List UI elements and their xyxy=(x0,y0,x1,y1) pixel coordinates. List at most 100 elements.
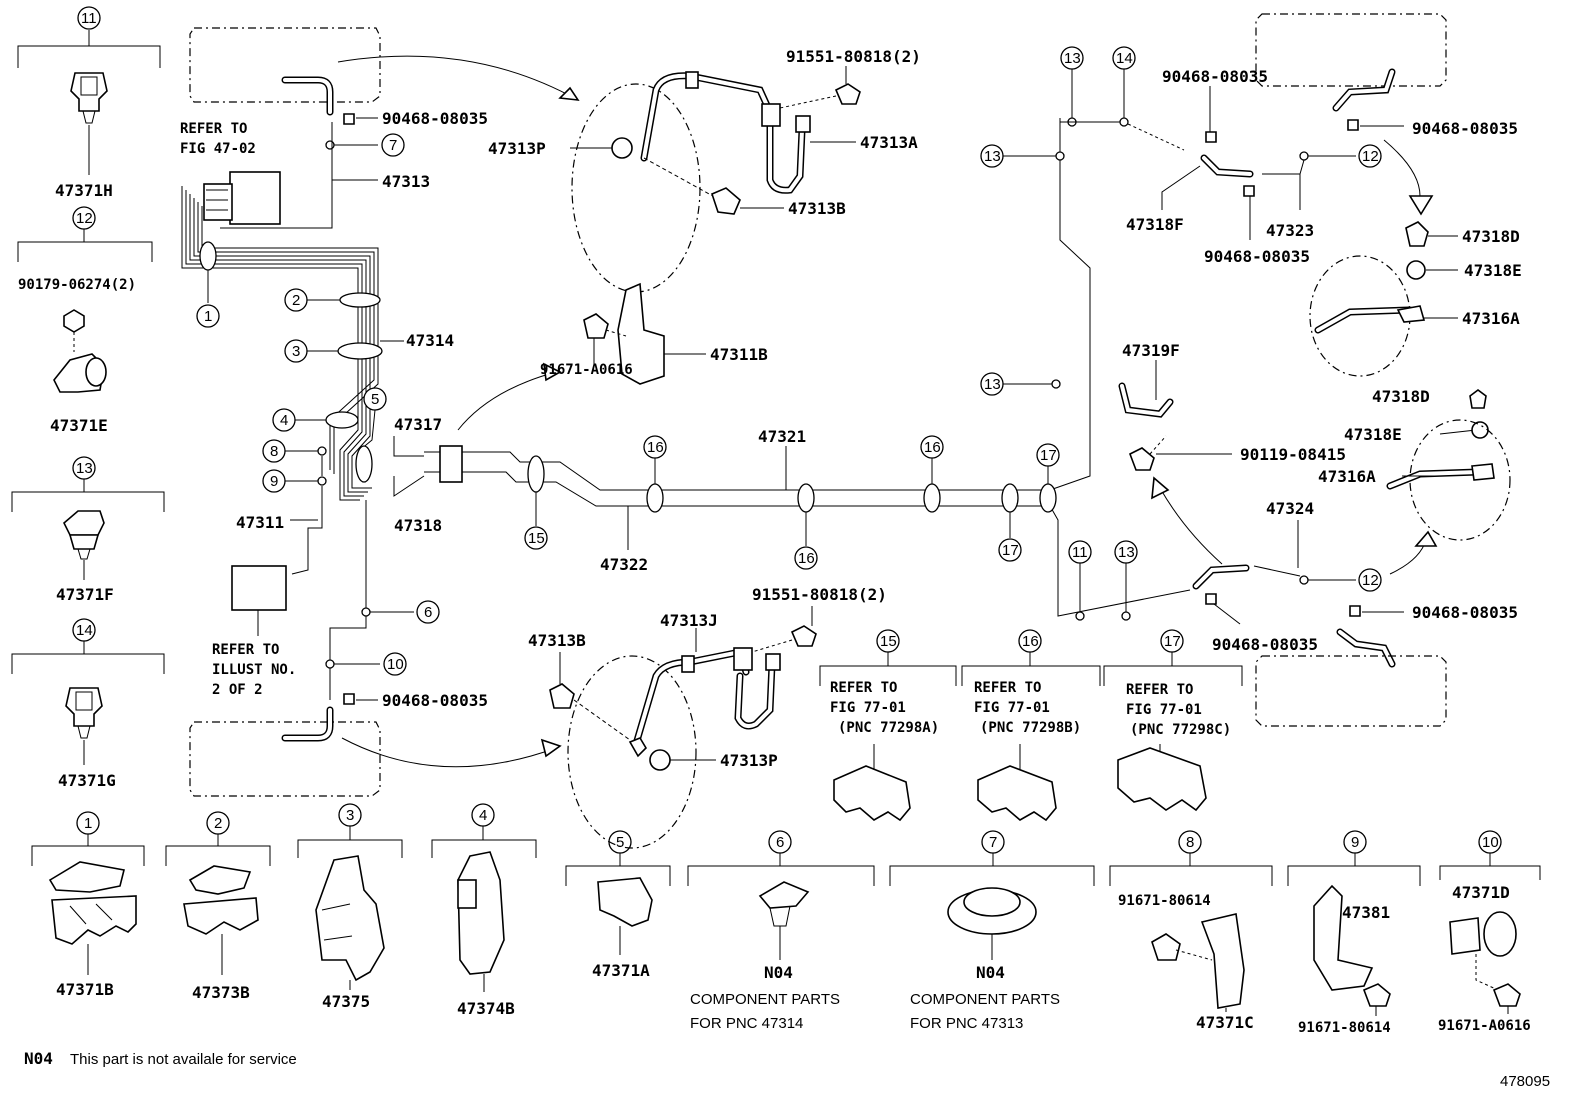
bracket-47371D-icon xyxy=(1449,917,1481,955)
svg-text:5: 5 xyxy=(371,391,379,408)
detail-circle-bottom xyxy=(567,655,697,849)
label-47322: 47322 xyxy=(600,555,648,574)
svg-text:12: 12 xyxy=(76,210,93,227)
bolt-47318D-icon xyxy=(1405,221,1429,247)
label-47318F: 47318F xyxy=(1126,215,1184,234)
group-6-icon: 6 N04 COMPONENT PARTS FOR PNC 47314 xyxy=(687,830,875,1032)
svg-text:13: 13 xyxy=(1064,50,1081,67)
label-90468-08035-g: 90468-08035 xyxy=(1412,603,1518,622)
svg-text:12: 12 xyxy=(1362,572,1379,589)
label-47318: 47318 xyxy=(394,516,442,535)
label-47321: 47321 xyxy=(758,427,806,446)
bolt-icon xyxy=(1151,933,1181,961)
group-16: 16 REFER TO FIG 77-01 (PNC 77298B) xyxy=(961,629,1101,822)
svg-text:13: 13 xyxy=(984,148,1001,165)
group-13-left: 13 47371F xyxy=(11,456,165,604)
note-ref16-l2: FIG 77-01 xyxy=(974,700,1050,716)
note-ref17-l1: REFER TO xyxy=(1126,682,1193,698)
group-3: 3 47375 xyxy=(297,803,403,1011)
group-17: 17 REFER TO FIG 77-01 (PNC 77298C) xyxy=(1103,629,1243,812)
clip-47373B-icon xyxy=(188,865,252,895)
svg-text:5: 5 xyxy=(616,834,624,851)
label-90468-08035-d: 90468-08035 xyxy=(1412,119,1518,138)
clip-n04-icon xyxy=(758,881,810,909)
connector-block xyxy=(439,445,463,483)
svg-text:3: 3 xyxy=(346,807,354,824)
bolt-icon xyxy=(790,625,817,647)
label-91671-80614-b: 91671-80614 xyxy=(1298,1020,1391,1036)
group-12: 12 90179-06274(2) 47371E xyxy=(17,206,153,435)
label-47319F: 47319F xyxy=(1122,341,1180,360)
group-15: 15 REFER TO FIG 77-01 (PNC 77298A) xyxy=(819,629,957,822)
label-47318D-b: 47318D xyxy=(1372,387,1430,406)
svg-text:12: 12 xyxy=(1362,148,1379,165)
hose-47313J xyxy=(632,647,781,748)
bracket-47311B-icon xyxy=(617,282,665,385)
bolt-47318D-icon xyxy=(1469,389,1487,409)
label-47324: 47324 xyxy=(1266,499,1314,518)
label-47313J: 47313J xyxy=(660,611,718,630)
bolt-icon xyxy=(1492,983,1521,1007)
svg-text:11: 11 xyxy=(81,10,97,27)
label-90119-08415: 90119-08415 xyxy=(1240,445,1346,464)
svg-text:16: 16 xyxy=(924,439,941,456)
svg-text:10: 10 xyxy=(387,656,404,673)
note-component-a-l1: COMPONENT PARTS xyxy=(690,991,840,1008)
detail-circle-top xyxy=(571,83,701,293)
svg-text:7: 7 xyxy=(989,834,997,851)
hose-47313A xyxy=(640,71,811,194)
detail-circle-right-bottom xyxy=(1409,419,1511,541)
clip-47371A-icon xyxy=(597,877,653,927)
label-91551-80818-b: 91551-80818(2) xyxy=(752,585,887,604)
note-ref17-l2: FIG 77-01 xyxy=(1126,702,1202,718)
note-refer-47-02-l2: FIG 47-02 xyxy=(180,141,256,157)
ref-box-top-left xyxy=(189,27,381,103)
bolt-icon xyxy=(1128,447,1155,471)
label-47318D-a: 47318D xyxy=(1462,227,1520,246)
svg-text:16: 16 xyxy=(647,439,664,456)
clip-47371B-top-icon xyxy=(48,861,125,893)
label-47375: 47375 xyxy=(322,992,370,1011)
clamp-47374B-icon xyxy=(457,851,505,975)
group-9-icon: 9 47381 91671-80614 xyxy=(1287,830,1421,1036)
note-refer-illust-l3: 2 OF 2 xyxy=(212,682,263,698)
bolt-icon xyxy=(711,187,741,215)
label-n04-b: N04 xyxy=(976,963,1005,982)
ref-box-top-right xyxy=(1255,13,1447,87)
label-47313P-b: 47313P xyxy=(720,751,778,770)
note-ref15-l3: (PNC 77298A) xyxy=(838,720,939,736)
note-ref17-l3: (PNC 77298C) xyxy=(1130,722,1231,738)
label-91671-A0616-a: 91671-A0616 xyxy=(540,362,633,378)
label-47323: 47323 xyxy=(1266,221,1314,240)
clamp-47375-icon xyxy=(315,855,385,982)
label-90179-06274: 90179-06274(2) xyxy=(18,277,136,293)
label-47316A-b: 47316A xyxy=(1318,467,1376,486)
clip-47371H-icon xyxy=(70,72,108,124)
svg-text:10: 10 xyxy=(1482,834,1499,851)
svg-text:1: 1 xyxy=(84,815,92,832)
label-47371A: 47371A xyxy=(592,961,650,980)
label-47311: 47311 xyxy=(236,513,284,532)
label-47313A: 47313A xyxy=(860,133,918,152)
label-90468-08035-c: 90468-08035 xyxy=(1162,67,1268,86)
clip-47313P-icon xyxy=(649,749,671,771)
svg-text:14: 14 xyxy=(1116,50,1133,67)
svg-text:13: 13 xyxy=(76,460,93,477)
note-component-b-l1: COMPONENT PARTS xyxy=(910,991,1060,1008)
note-component-a-l2: FOR PNC 47314 xyxy=(690,1015,803,1032)
svg-text:9: 9 xyxy=(270,473,278,490)
label-47374B: 47374B xyxy=(457,999,515,1018)
clip-47318E-icon xyxy=(1406,260,1426,280)
label-47371D: 47371D xyxy=(1452,883,1510,902)
svg-text:17: 17 xyxy=(1040,447,1057,464)
label-47373B: 47373B xyxy=(192,983,250,1002)
svg-text:13: 13 xyxy=(984,376,1001,393)
svg-text:15: 15 xyxy=(528,530,545,547)
label-47316A-a: 47316A xyxy=(1462,309,1520,328)
svg-text:6: 6 xyxy=(776,834,784,851)
ref-box-bottom-right xyxy=(1255,655,1447,727)
label-47314: 47314 xyxy=(406,331,454,350)
clip-47313P-icon xyxy=(611,137,633,159)
svg-text:3: 3 xyxy=(292,343,300,360)
